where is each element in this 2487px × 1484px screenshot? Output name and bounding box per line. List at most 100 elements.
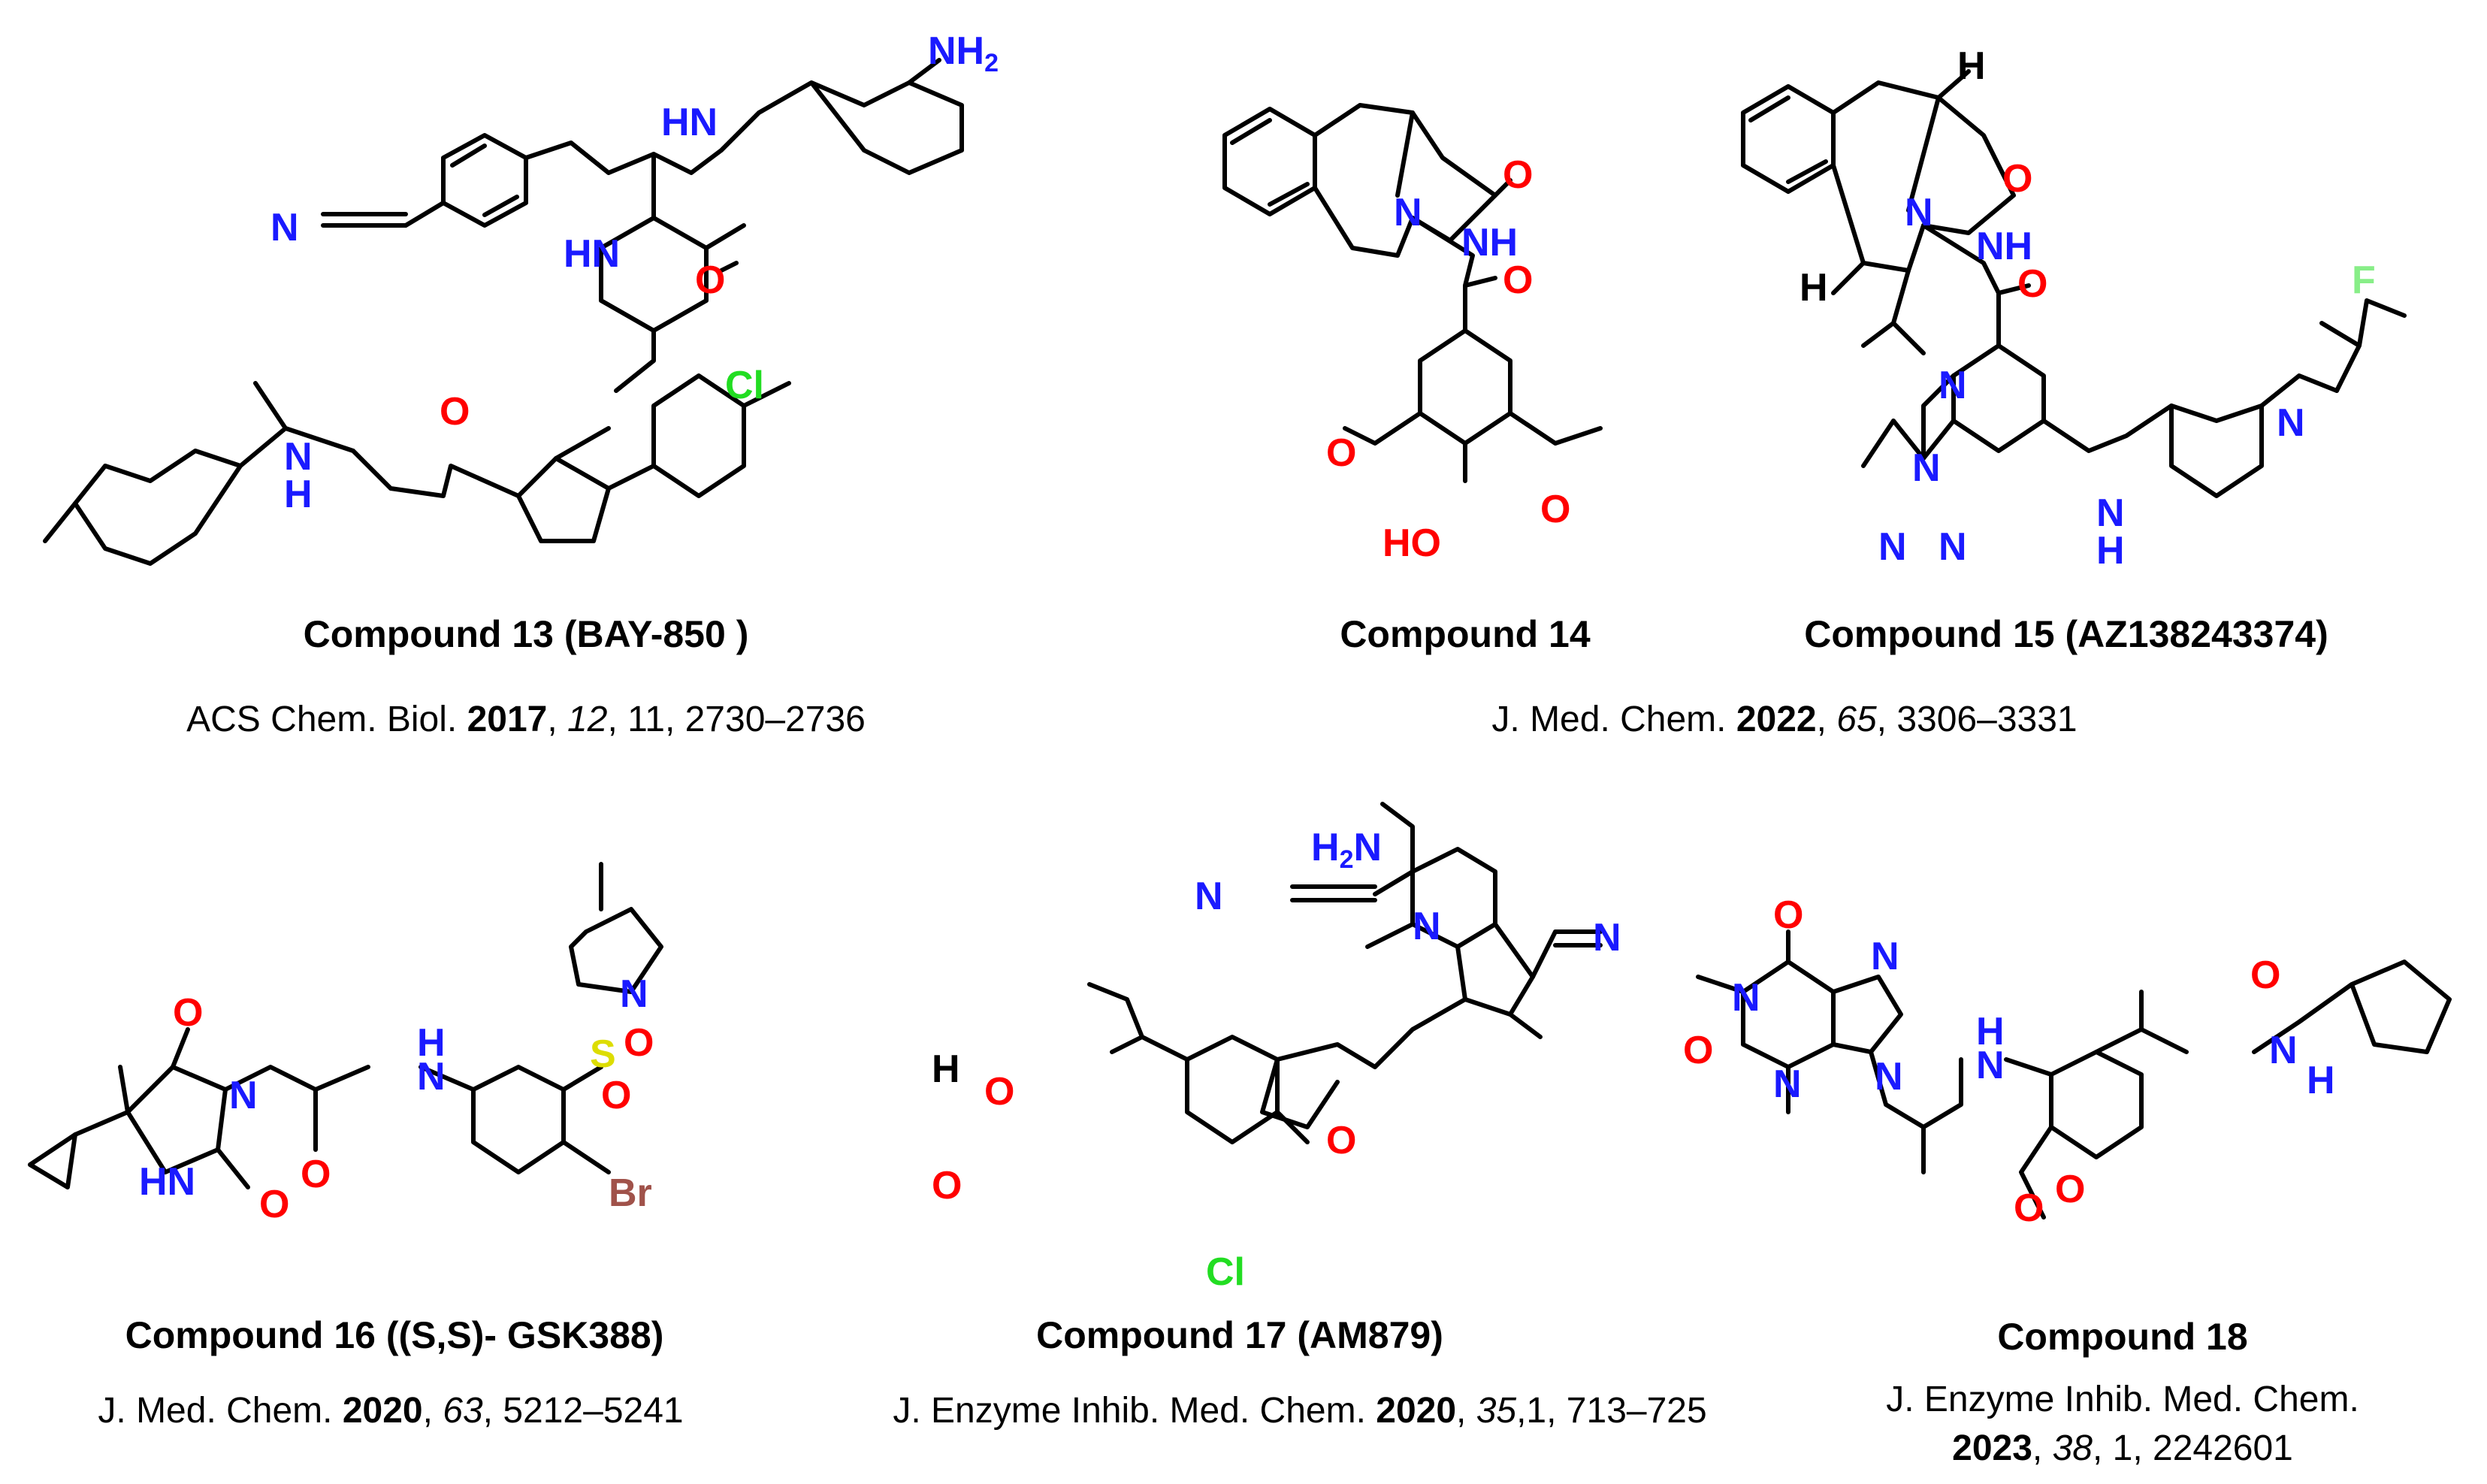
journal: J. Med. Chem.	[98, 1391, 333, 1431]
compound-15-title: Compound 15 (AZ138243374)	[1804, 613, 2328, 655]
atom-h-left: H	[1800, 266, 1828, 310]
atom-methoxy-o: O	[2014, 1186, 2044, 1230]
atom-pyridine-n: N	[1413, 905, 1441, 948]
compound-18-reference-line2: 2023, 38, 1, 2242601	[1952, 1428, 2293, 1468]
atom-o1: O	[1773, 893, 1803, 937]
compound-13-reference: ACS Chem. Biol. 2017, 12, 11, 2730–2736	[186, 700, 866, 739]
pages: , 11, 2730–2736	[607, 700, 866, 739]
atom-furan-o: O	[440, 390, 470, 434]
volume: 63	[443, 1391, 483, 1431]
atom-h2n: H2N	[1311, 826, 1382, 874]
atom-nitrile-n2: N	[1593, 916, 1621, 960]
year: 2023	[1952, 1428, 2032, 1468]
atom-carbonyl-o: O	[1503, 258, 1533, 302]
atom-hn: HN	[661, 101, 718, 144]
atom-nh: NH	[1976, 225, 2032, 268]
atom-n3: N	[1878, 525, 1907, 569]
year: 2020	[342, 1391, 423, 1431]
atom-cl: Cl	[725, 364, 764, 407]
atom-n4: N	[1939, 525, 1967, 569]
atom-piperidine-n: N	[2277, 401, 2305, 445]
structure-compound-14: O N NH O O O HO	[1222, 103, 1603, 565]
pages: , 3306–3331	[1876, 700, 2078, 739]
compound-18-title: Compound 18	[1997, 1316, 2248, 1358]
atom-amine-h: H	[284, 473, 313, 516]
atom-nh: NH	[1461, 221, 1518, 264]
compound-18-reference-line1: J. Enzyme Inhib. Med. Chem.	[1886, 1380, 2359, 1419]
atom-benzamide-h: H	[2307, 1059, 2335, 1102]
volume: 38	[2052, 1428, 2093, 1468]
atom-amide-o: O	[301, 1153, 331, 1196]
atom-so-o1: O	[624, 1021, 654, 1065]
year: 2020	[1376, 1391, 1457, 1431]
atom-o: O	[1503, 153, 1533, 197]
atom-s: S	[590, 1032, 616, 1076]
atom-n7: N	[1871, 935, 1899, 978]
atom-benzamide-o: O	[2250, 954, 2280, 997]
atom-carbonyl-o: O	[2017, 262, 2047, 306]
structure-compound-13: NH2 HN N HN O Cl O N H	[43, 29, 999, 566]
year: 2022	[1736, 700, 1817, 739]
atom-br: Br	[609, 1171, 652, 1215]
atom-n9: N	[1875, 1055, 1903, 1099]
atom-n3: N	[1773, 1062, 1802, 1106]
atom-benzamide-n: N	[2269, 1029, 2298, 1072]
atom-acid-h: H	[932, 1047, 960, 1091]
atom-o1: O	[173, 991, 203, 1035]
year: 2017	[467, 700, 548, 739]
atom-n2: HN	[139, 1160, 195, 1204]
atom-amide-h: H	[1976, 1010, 2005, 1053]
structure-compound-16: O N HN O H N O S O O N Br	[28, 862, 663, 1226]
compound-17-title: Compound 17 (AM879)	[1036, 1314, 1443, 1356]
atom-nh-n: N	[2096, 491, 2125, 535]
atom-n1: N	[1939, 364, 1967, 407]
structure-compound-18: O N O N N N H N O O O N H	[1683, 893, 2452, 1230]
atom-amide-n: N	[417, 1055, 446, 1099]
atom-amide-o: O	[2055, 1168, 2085, 1211]
volume: 65	[1836, 700, 1877, 739]
atom-nh2: NH2	[928, 29, 999, 77]
atom-n1: N	[1732, 976, 1760, 1020]
atom-so-o2: O	[601, 1074, 631, 1117]
atom-n2: N	[1912, 446, 1941, 490]
atom-ho: HO	[1383, 521, 1441, 565]
atom-acid-o1: O	[984, 1070, 1014, 1114]
compound-13-title: Compound 13 (BAY-850 )	[303, 613, 749, 655]
compound-14-title: Compound 14	[1340, 613, 1591, 655]
atom-o: O	[2002, 157, 2032, 201]
compound-16-reference: J. Med. Chem. 2020, 63, 5212–5241	[98, 1391, 684, 1431]
atom-n1: N	[229, 1074, 258, 1117]
atom-o2: O	[1683, 1029, 1713, 1072]
atom-amide-n: N	[1976, 1044, 2005, 1087]
atom-n: N	[1905, 191, 1933, 234]
atom-furan-o: O	[1326, 1119, 1356, 1162]
structure-compound-15: H O N NH H O F N N N N N N H	[1741, 44, 2407, 573]
atom-f: F	[2352, 258, 2376, 302]
atom-cl: Cl	[1206, 1250, 1245, 1294]
atom-pyrrolidine-n: N	[620, 972, 648, 1016]
atom-h-top: H	[1957, 44, 1986, 88]
volume: 35	[1476, 1391, 1517, 1431]
atom-methoxy-o1: O	[1326, 431, 1356, 475]
atom-o2: O	[259, 1183, 289, 1226]
volume: 12	[567, 700, 608, 739]
pages: ,1, 713–725	[1516, 1391, 1707, 1431]
atom-n: N	[1394, 191, 1422, 234]
pages: , 5212–5241	[482, 1391, 684, 1431]
atom-nh-h: H	[2096, 529, 2125, 573]
atom-nitrile-n: N	[270, 206, 299, 249]
atom-acid-o2: O	[932, 1164, 962, 1207]
pages: , 1, 2242601	[2092, 1428, 2293, 1468]
atom-amide-hn: HN	[564, 232, 620, 276]
journal: J. Med. Chem.	[1491, 700, 1727, 739]
compound-17-reference: J. Enzyme Inhib. Med. Chem. 2020, 35,1, …	[893, 1391, 1707, 1431]
atom-nitrile-n1: N	[1195, 875, 1223, 918]
compound-16-title: Compound 16 ((S,S)- GSK388)	[125, 1314, 664, 1356]
atom-amide-h: H	[417, 1021, 446, 1065]
structure-compound-17: H2N N N N H O O O Cl	[932, 802, 1621, 1294]
atom-methoxy-o2: O	[1540, 488, 1570, 531]
journal: J. Enzyme Inhib. Med. Chem.	[893, 1391, 1366, 1431]
atom-carbonyl-o: O	[695, 258, 725, 302]
compound-15-reference: J. Med. Chem. 2022, 65, 3306–3331	[1491, 700, 2078, 739]
